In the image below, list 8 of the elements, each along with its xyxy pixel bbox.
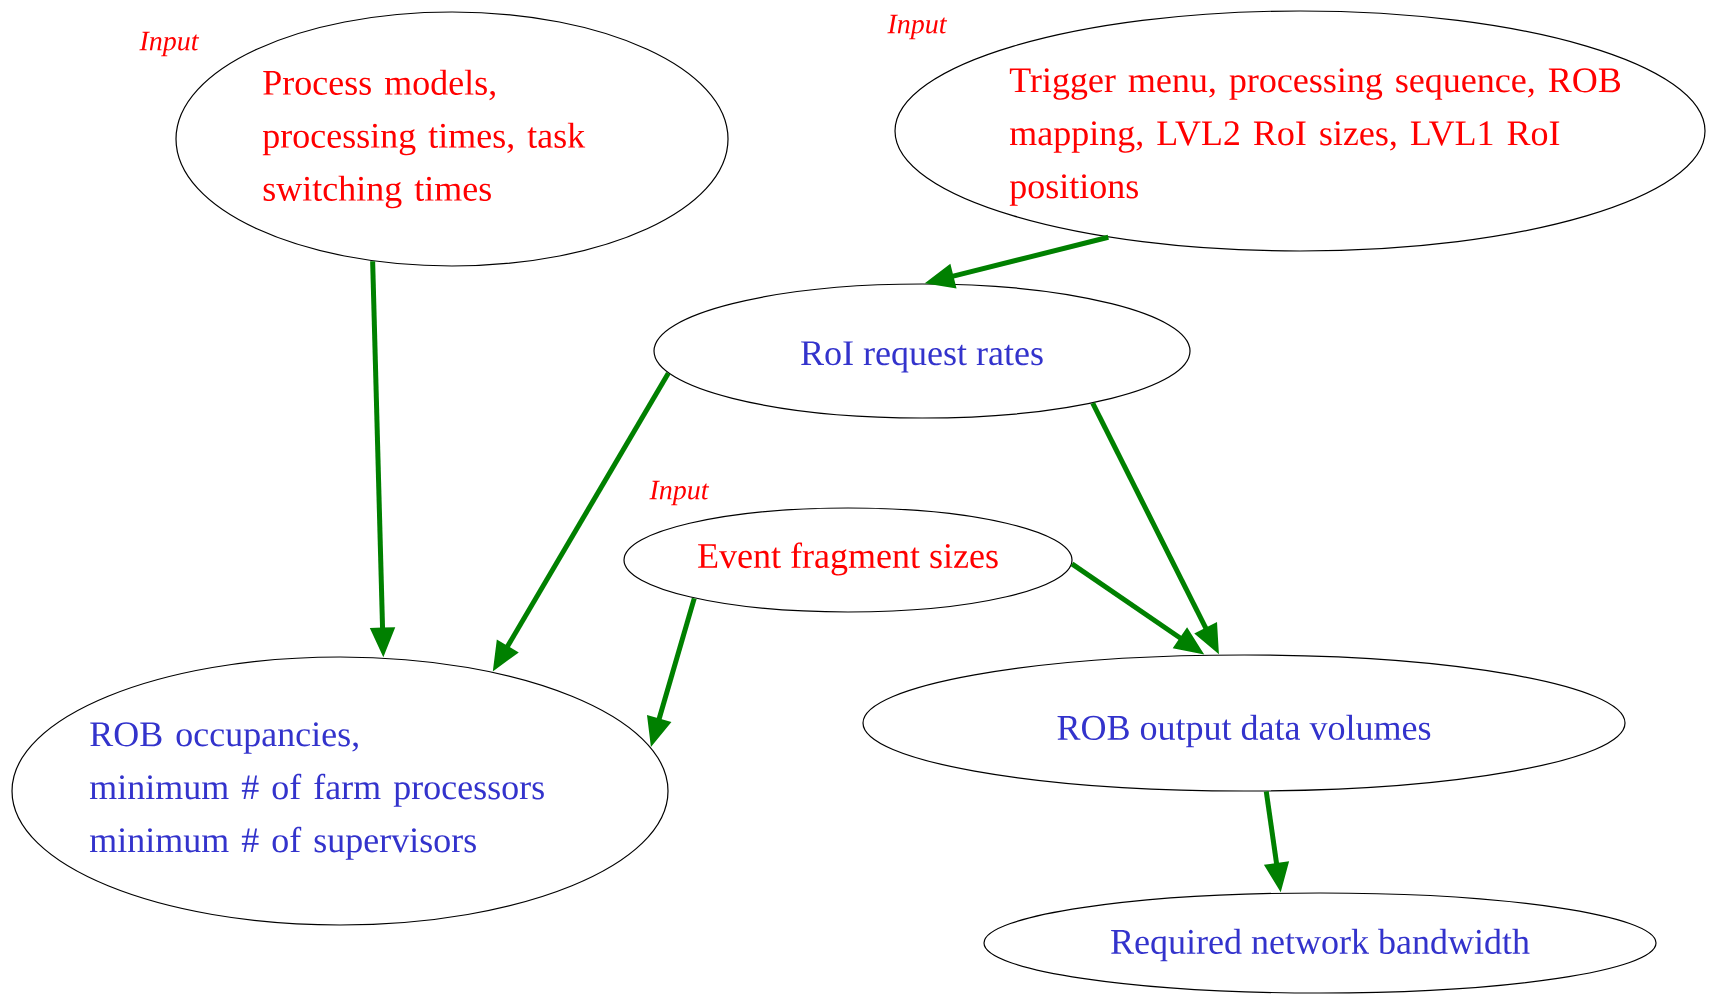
ellipse-node: Required network bandwidth: [983, 892, 1657, 994]
ellipse-node: ROB output data volumes: [862, 654, 1626, 792]
input-label: Input: [139, 31, 200, 57]
input-label: Input: [887, 14, 948, 40]
input-label: Input: [649, 480, 710, 506]
ellipse-node: Event fragment sizes: [623, 507, 1073, 613]
ellipse-node: RoI request rates: [653, 283, 1191, 419]
ellipse-node: ROB occupancies, minimum # of farm processors minimum # of supervisors: [11, 656, 669, 926]
